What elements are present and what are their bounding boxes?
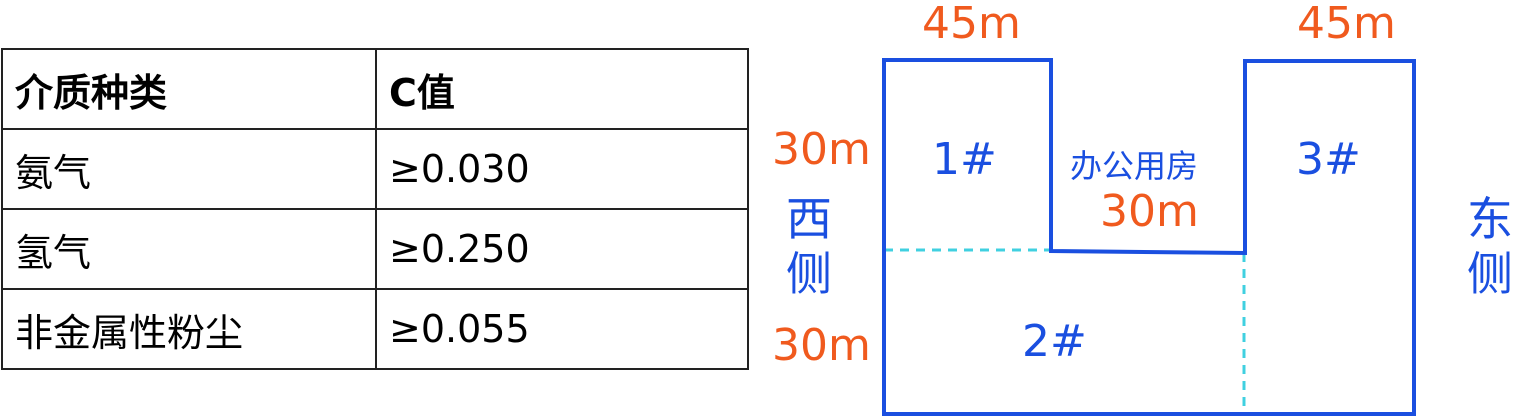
table-header-row: 介质种类 C值 [1,48,749,130]
cell-media-type: 氢气 [1,208,377,290]
room-2-label: 2# [1022,316,1087,367]
office-label: 办公用房 [1070,147,1199,185]
header-c-value: C值 [375,48,749,130]
media-c-value-table: 介质种类 C值 氨气 ≥0.030 氢气 ≥0.250 非金属性粉尘 ≥0.05… [1,48,749,370]
cell-c-value: ≥0.030 [375,128,749,210]
cell-media-type: 氨气 [1,128,377,210]
top-left-width-label: 45m [922,0,1021,49]
west-side-label: 西侧 [786,192,832,302]
east-side-label: 东侧 [1467,192,1513,302]
middle-height-label: 30m [1100,186,1199,237]
table-row: 氢气 ≥0.250 [1,208,749,290]
building-outline [882,58,1416,416]
header-media-type: 介质种类 [1,48,377,130]
room-1-label: 1# [932,134,997,185]
left-lower-height-label: 30m [772,320,871,371]
cell-c-value: ≥0.250 [375,208,749,290]
cell-media-type: 非金属性粉尘 [1,288,377,370]
table-row: 非金属性粉尘 ≥0.055 [1,288,749,370]
top-right-width-label: 45m [1297,0,1396,49]
room-3-label: 3# [1296,134,1361,185]
left-upper-height-label: 30m [772,124,871,175]
table-row: 氨气 ≥0.030 [1,128,749,210]
cell-c-value: ≥0.055 [375,288,749,370]
